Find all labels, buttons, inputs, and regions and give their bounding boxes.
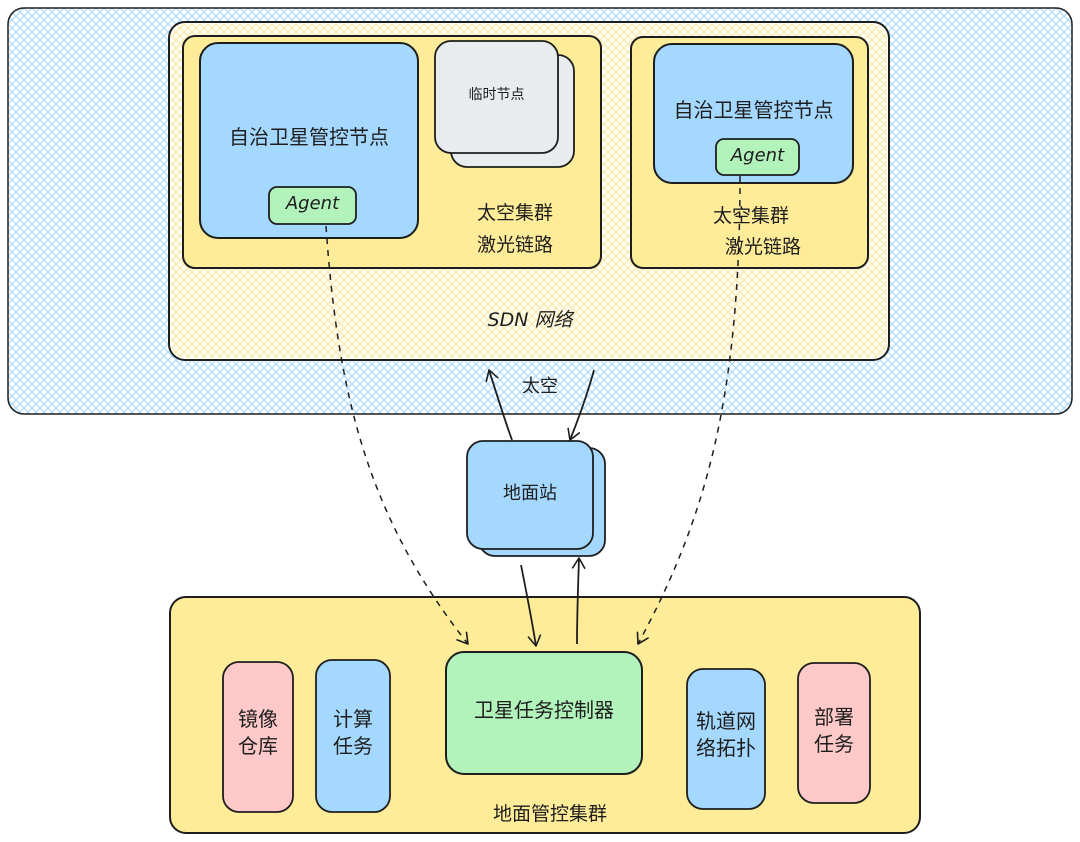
image-repo-box [222, 661, 294, 813]
compute-tasks-label: 计算 任务 [316, 706, 390, 760]
space-to-ground-station-arrow [567, 369, 595, 441]
agent-left-label: Agent [285, 193, 340, 214]
controller-to-ground-station-arrow [571, 557, 586, 645]
agent-left-to-controller-arrow [325, 225, 469, 645]
controller-label: 卫星任务控制器 [474, 698, 614, 722]
image-repo-label: 镜像 仓库 [223, 706, 293, 760]
image-repo-line1: 镜像 [238, 707, 278, 731]
ground-station-to-controller-arrow [520, 564, 542, 647]
controller-box [445, 651, 643, 775]
orbit-topology-line1: 轨道网 [696, 709, 756, 733]
ground-station-box [466, 440, 594, 550]
ground-station-label: 地面站 [503, 483, 557, 504]
deploy-tasks-line2: 任务 [814, 732, 854, 756]
autonomous-node-right [653, 43, 854, 184]
sdn-network-label: SDN 网络 [487, 309, 573, 331]
autonomous-node-left [199, 42, 419, 239]
autonomous-node-left-title: 自治卫星管控节点 [229, 125, 389, 149]
space-cluster-right-label-1: 太空集群 [712, 205, 789, 227]
deploy-tasks-box [797, 662, 871, 804]
ground-cluster-label: 地面管控集群 [492, 803, 607, 825]
temp-node [434, 40, 559, 154]
orbit-topology-line2: 络拓扑 [696, 736, 756, 760]
autonomous-node-right-title: 自治卫星管控节点 [673, 98, 834, 122]
agent-badge-left [268, 186, 357, 225]
compute-tasks-line1: 计算 [333, 707, 373, 731]
temp-node-label: 临时节点 [468, 87, 525, 103]
space-cluster-left-label-1: 太空集群 [476, 202, 553, 224]
orbit-topology-box [686, 668, 766, 810]
orbit-topology-label: 轨道网 络拓扑 [687, 708, 765, 762]
compute-tasks-box [315, 659, 391, 813]
ground-station-to-space-arrow [485, 369, 513, 441]
deploy-tasks-line1: 部署 [814, 705, 854, 729]
agent-right-to-controller-arrow [636, 175, 741, 645]
image-repo-line2: 仓库 [238, 734, 278, 758]
space-label: 太空 [522, 376, 558, 397]
space-cluster-right-label-2: 激光链路 [724, 236, 801, 258]
space-cluster-left-label-2: 激光链路 [476, 234, 553, 256]
deploy-tasks-label: 部署 任务 [798, 704, 870, 758]
agent-right-label: Agent [730, 145, 785, 166]
agent-badge-right [715, 138, 800, 176]
compute-tasks-line2: 任务 [333, 734, 373, 758]
